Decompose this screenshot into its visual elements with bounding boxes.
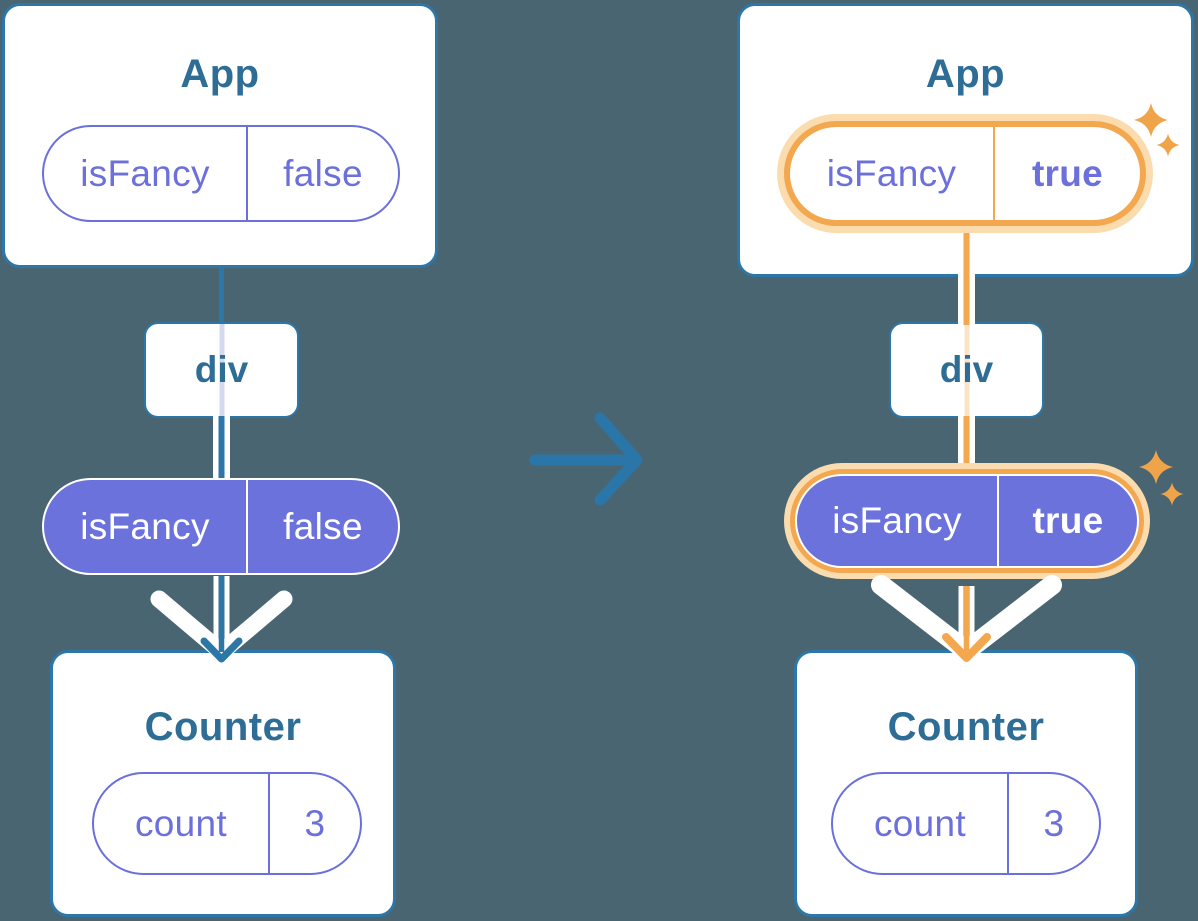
state-label: isFancy	[44, 127, 248, 220]
state-value: false	[283, 152, 363, 194]
prop-pill-highlighted: isFancy true	[795, 474, 1139, 568]
counter-title: Counter	[887, 705, 1045, 749]
prop-label: isFancy	[797, 476, 999, 566]
state-label: isFancy	[790, 127, 995, 220]
counter-card: Counter count 3	[50, 650, 396, 917]
transition-arrow-icon	[529, 412, 643, 506]
sparkles-bottom-icon	[1139, 450, 1184, 506]
state-value: true	[1031, 152, 1104, 194]
prop-pipe	[212, 416, 230, 479]
state-value: 3	[304, 802, 326, 844]
app-title: App	[180, 52, 260, 96]
app-card: App isFancy false	[2, 3, 438, 268]
arrow-head	[942, 633, 991, 662]
counter-state-pill: count 3	[92, 772, 362, 875]
div-card: div	[889, 322, 1044, 418]
counter-title: Counter	[144, 705, 302, 749]
app-div-edge	[219, 266, 224, 324]
arrow-head	[200, 637, 243, 663]
app-state-pill-highlighted: isFancy true	[784, 121, 1146, 226]
counter-state-pill: count 3	[831, 772, 1101, 875]
state-label: count	[94, 774, 270, 873]
prop-pill: isFancy false	[42, 478, 400, 575]
prop-stripe	[964, 324, 969, 416]
props-down-arrow-icon	[871, 575, 1062, 662]
prop-pipe-lower	[958, 416, 975, 481]
counter-card: Counter count 3	[794, 650, 1138, 917]
div-label: div	[194, 349, 249, 390]
prop-value: false	[283, 505, 363, 547]
state-label: count	[833, 774, 1009, 873]
prop-label: isFancy	[44, 480, 248, 573]
prop-pipe-upper	[958, 231, 975, 325]
state-value: 3	[1043, 802, 1065, 844]
prop-stripe	[219, 324, 224, 416]
div-card: div	[144, 322, 299, 418]
props-down-arrow-icon	[150, 576, 293, 663]
app-state-pill: isFancy false	[42, 125, 400, 222]
prop-value: true	[1032, 500, 1104, 541]
app-title: App	[925, 52, 1006, 96]
sparkles-top-icon	[1134, 103, 1180, 157]
div-label: div	[939, 349, 994, 390]
